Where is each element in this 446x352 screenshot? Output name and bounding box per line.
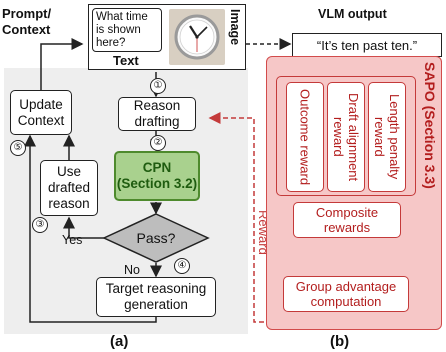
clock-icon xyxy=(174,14,220,60)
panel-b-label: (b) xyxy=(330,333,350,350)
step-5-badge: ⑤ xyxy=(10,140,26,156)
yes-label: Yes xyxy=(62,233,83,247)
update-context-box: Update Context xyxy=(10,90,72,135)
length-penalty-reward-box: Length penalty reward xyxy=(368,82,406,192)
reason-drafting-box: Reason drafting xyxy=(118,97,196,131)
pass-label: Pass? xyxy=(136,230,176,246)
group-advantage-box: Group advantage computation xyxy=(283,276,409,312)
reward-group-frame xyxy=(276,76,416,196)
arrow-target-loop xyxy=(24,134,157,323)
step-2-badge: ② xyxy=(150,135,166,151)
panel-a-label: (a) xyxy=(110,333,129,350)
arrow-update-to-context xyxy=(40,38,84,90)
cpn-title: CPN xyxy=(142,160,172,175)
clock-photo xyxy=(169,9,225,65)
cpn-section: (Section 3.2) xyxy=(116,176,198,191)
text-tag: Text xyxy=(113,53,139,68)
pass-diamond xyxy=(102,213,210,263)
composite-rewards-box: Composite rewards xyxy=(293,202,401,238)
context-box: What time is shown here? Text Image xyxy=(88,4,246,70)
arrow-pass-to-use-drafted xyxy=(63,216,106,239)
step-3-badge: ③ xyxy=(32,217,48,233)
prompt-context-label: Prompt/ Context xyxy=(2,6,52,37)
cpn-box: CPN (Section 3.2) xyxy=(114,151,200,201)
step-4-badge: ④ xyxy=(174,258,190,274)
no-label: No xyxy=(124,263,140,277)
sapo-title: SAPO (Section 3.3) xyxy=(422,62,438,189)
step-1-badge: ① xyxy=(150,78,166,94)
image-tag: Image xyxy=(228,9,242,46)
draft-alignment-reward-box: Draft alignment reward xyxy=(327,82,365,192)
vlm-answer-box: “It’s ten past ten.” xyxy=(292,33,442,57)
question-bubble: What time is shown here? xyxy=(92,8,162,52)
vlm-output-title: VLM output xyxy=(318,7,387,21)
target-reasoning-box: Target reasoning generation xyxy=(96,277,216,317)
outcome-reward-box: Outcome reward xyxy=(286,82,324,192)
use-drafted-reason-box: Use drafted reason xyxy=(40,160,98,216)
